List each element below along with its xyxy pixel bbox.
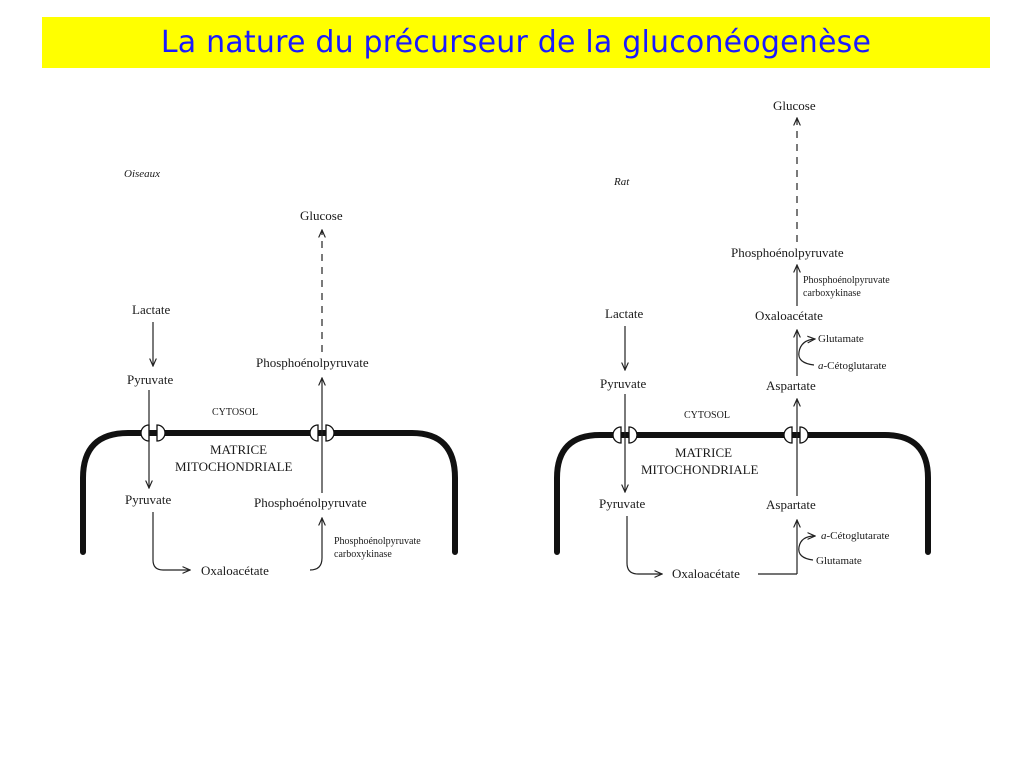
rat-cetoglutarate-bottom: a-Cétoglutarate — [821, 530, 890, 542]
oiseaux-enzyme-line1: Phosphoénolpyruvate — [334, 536, 421, 547]
panel-oiseaux: Oiseaux Glucose Lactate Pyruvate Phospho… — [80, 168, 458, 578]
oiseaux-arrow-oxaloacetate-pep — [309, 518, 322, 571]
oiseaux-membrane — [80, 430, 458, 555]
oiseaux-panel-label: Oiseaux — [124, 168, 160, 180]
rat-arrow-transamination-mito — [798, 536, 815, 561]
rat-glutamate-top: Glutamate — [818, 333, 864, 345]
oiseaux-lactate: Lactate — [132, 302, 170, 317]
oiseaux-cytosol-label: CYTOSOL — [212, 407, 258, 418]
oiseaux-pyruvate-mito: Pyruvate — [125, 492, 171, 507]
rat-pep: Phosphoénolpyruvate — [731, 245, 844, 260]
rat-matrice-line1: MATRICE — [675, 445, 732, 460]
rat-transporter-pyruvate — [612, 426, 638, 444]
rat-matrice-line2: MITOCHONDRIALE — [641, 462, 759, 477]
oiseaux-arrow-pyruvate-oxaloacetate — [152, 512, 190, 570]
rat-cetoglutarate-top: a-Cétoglutarate — [818, 360, 887, 372]
oiseaux-oxaloacetate: Oxaloacétate — [201, 563, 269, 578]
panel-rat: Rat Glucose Phosphoénolpyruvate Phosphoé… — [554, 98, 931, 581]
rat-arrow-transamination-cytosol — [798, 339, 815, 366]
oiseaux-glucose: Glucose — [300, 208, 343, 223]
rat-oxaloacetate-mito: Oxaloacétate — [672, 566, 740, 581]
rat-glutamate-bottom: Glutamate — [816, 555, 862, 567]
rat-pyruvate-cytosol: Pyruvate — [600, 376, 646, 391]
oiseaux-pep-mito: Phosphoénolpyruvate — [254, 495, 367, 510]
rat-oxaloacetate-cytosol: Oxaloacétate — [755, 308, 823, 323]
rat-panel-label: Rat — [613, 176, 630, 188]
rat-glucose: Glucose — [773, 98, 816, 113]
oiseaux-transporter-pep — [309, 424, 335, 442]
oiseaux-pep-cytosol: Phosphoénolpyruvate — [256, 355, 369, 370]
rat-aspartate-mito: Aspartate — [766, 497, 816, 512]
rat-enzyme-line2: carboxykinase — [803, 288, 861, 299]
title-bar: La nature du précurseur de la gluconéoge… — [42, 17, 990, 68]
rat-cytosol-label: CYTOSOL — [684, 410, 730, 421]
oiseaux-enzyme-line2: carboxykinase — [334, 549, 392, 560]
rat-lactate: Lactate — [605, 306, 643, 321]
rat-membrane — [554, 432, 931, 555]
rat-pyruvate-mito: Pyruvate — [599, 496, 645, 511]
oiseaux-pyruvate-cytosol: Pyruvate — [127, 372, 173, 387]
rat-transporter-aspartate — [783, 426, 809, 444]
rat-enzyme-line1: Phosphoénolpyruvate — [803, 275, 890, 286]
rat-aspartate-cytosol: Aspartate — [766, 378, 816, 393]
page-title: La nature du précurseur de la gluconéoge… — [160, 25, 872, 60]
oiseaux-transporter-pyruvate — [140, 424, 166, 442]
oiseaux-matrice-line2: MITOCHONDRIALE — [175, 459, 293, 474]
oiseaux-matrice-line1: MATRICE — [210, 442, 267, 457]
rat-arrow-pyruvate-oxaloacetate — [626, 516, 662, 574]
